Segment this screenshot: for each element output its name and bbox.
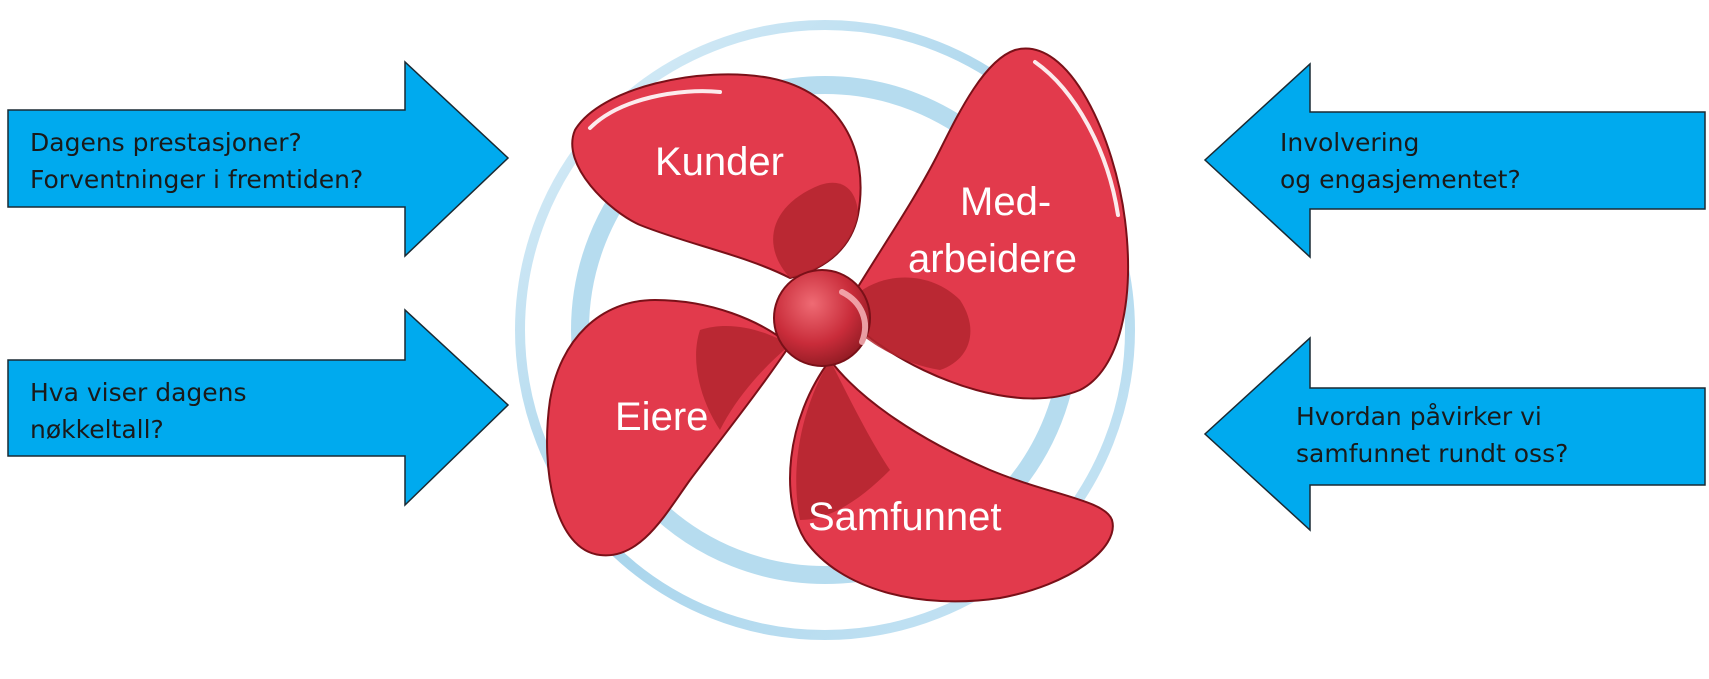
arrow-left-top-line2: Forventninger i fremtiden? [30, 165, 363, 194]
blade-label-kunder: Kunder [655, 140, 784, 184]
blade-label-eiere: Eiere [615, 395, 708, 439]
blade-label-arbeidere: arbeidere [908, 237, 1077, 281]
arrow-left-bottom: Hva viser dagens nøkkeltall? [8, 310, 508, 505]
blade-label-med: Med- [960, 180, 1051, 224]
arrow-right-top-line2: og engasjementet? [1280, 165, 1521, 194]
propeller: Kunder Med- arbeidere Eiere Samfunnet [547, 49, 1128, 602]
arrow-right-bottom-line2: samfunnet rundt oss? [1296, 439, 1568, 468]
arrow-left-top-line1: Dagens prestasjoner? [30, 128, 302, 157]
arrow-left-bottom-line2: nøkkeltall? [30, 415, 164, 444]
arrow-left-bottom-line1: Hva viser dagens [30, 378, 247, 407]
propeller-hub [774, 270, 870, 366]
arrow-left-top: Dagens prestasjoner? Forventninger i fre… [8, 62, 508, 256]
blade-label-samfunnet: Samfunnet [808, 495, 1001, 539]
arrow-right-bottom-line1: Hvordan påvirker vi [1296, 402, 1542, 431]
arrow-right-top: Involvering og engasjementet? [1205, 64, 1705, 257]
arrow-right-bottom: Hvordan påvirker vi samfunnet rundt oss? [1205, 338, 1705, 530]
arrow-right-top-line1: Involvering [1280, 128, 1419, 157]
